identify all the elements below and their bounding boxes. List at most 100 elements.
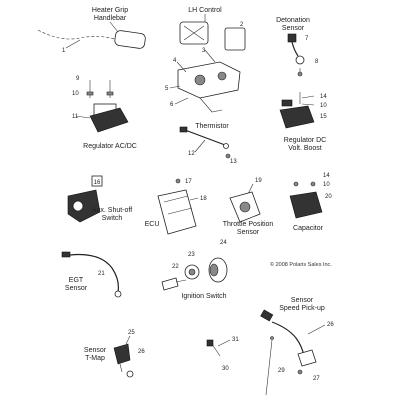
bracket-hatch	[183, 25, 205, 41]
callout-5: 5	[165, 86, 169, 92]
thermistor-lead	[184, 129, 226, 146]
callout-7: 7	[305, 36, 309, 42]
screw-31-head	[206, 339, 214, 347]
callout-25: 25	[128, 330, 135, 336]
regulator-dc-label-2: Volt. Boost	[288, 145, 322, 152]
speed-pickup-label-1: Sensor	[291, 297, 314, 304]
heater-grip	[114, 30, 146, 49]
ignition-key	[161, 277, 179, 291]
callout-11: 11	[72, 114, 79, 120]
regulator-acdc-group: 9 10 11 Regulator AC/DC	[72, 76, 137, 150]
aux-shutoff-body	[67, 189, 101, 223]
callout-1-leader	[65, 39, 81, 49]
handlebar-tube	[37, 29, 119, 41]
aux-shutoff-label-2: Switch	[102, 215, 123, 222]
callout-29: 29	[278, 368, 285, 374]
regdc-hardware	[299, 92, 315, 106]
callout-11-leader	[75, 115, 91, 119]
control-switch-knob-2	[217, 71, 227, 81]
lh-leaders	[169, 61, 189, 105]
capacitor-screw	[293, 181, 299, 187]
copyright-text: © 2008 Polaris Sales Inc.	[270, 261, 332, 268]
aux-shutoff-cap	[91, 175, 103, 187]
callout-31-leader	[217, 339, 231, 347]
lh-control-label: LH Control	[188, 7, 222, 14]
heater-grip-label-2: Handlebar	[94, 15, 127, 22]
callout-22: 22	[172, 264, 179, 270]
regdc-fins	[287, 109, 313, 121]
callout-18: 18	[200, 196, 207, 202]
capacitor-group: 14 10 20 Capacitor	[289, 173, 332, 232]
key-blade	[175, 279, 187, 283]
callout-9: 9	[76, 76, 80, 82]
callout-27-leader	[307, 324, 326, 335]
heater-grip-group: Heater Grip Handlebar 1	[37, 7, 146, 54]
speed-pickup-lead	[271, 321, 305, 357]
egt-label-2: Sensor	[65, 285, 88, 292]
wire-29	[265, 339, 273, 396]
callout-31: 31	[232, 337, 239, 343]
ecu-screw	[175, 178, 181, 184]
lh-control-cable	[199, 97, 223, 113]
aux-shutoff-group: 16 Aux. Shut-off Switch	[67, 175, 132, 223]
detonation-lead	[291, 41, 299, 57]
thermistor-label: Thermistor	[195, 123, 229, 130]
egt-lead	[69, 253, 119, 293]
lh-control-housing	[177, 61, 241, 99]
tmap-label-1: Sensor	[84, 347, 107, 354]
capacitor-body	[289, 191, 323, 219]
ecu-group: 17 18 ECU	[145, 178, 207, 235]
aux-shutoff-label-1: Aux. Shut-off	[92, 207, 132, 214]
capacitor-fins	[297, 195, 321, 211]
detonation-label-2: Sensor	[282, 25, 305, 32]
tmap-sensor-group: 25 26 Sensor T-Map	[84, 330, 145, 378]
regdc-connector	[281, 99, 293, 107]
callout-25-leader	[125, 335, 131, 345]
detonation-bolt	[297, 71, 303, 77]
egt-sensor-group: 21 EGT Sensor	[61, 251, 122, 298]
ecu-ribs	[163, 195, 193, 215]
speed-pickup-label-2: Speed Pick-up	[279, 305, 325, 312]
callout-24: 24	[220, 240, 227, 246]
callout-30: 30	[222, 366, 229, 372]
callout-10c: 10	[323, 182, 330, 188]
ignition-cylinder-core	[188, 268, 196, 276]
callout-18-leader	[189, 197, 199, 201]
callout-4: 4	[173, 58, 177, 64]
speed-pickup-plug	[260, 309, 274, 322]
regulator-dc-body	[279, 105, 315, 129]
throttle-label-2: Sensor	[237, 229, 260, 236]
egt-connector	[61, 251, 71, 258]
callout-3: 3	[202, 48, 206, 54]
callout-8: 8	[315, 59, 319, 65]
callout-15: 15	[320, 114, 327, 120]
callout-19: 19	[255, 178, 262, 184]
callout-10b: 10	[320, 103, 327, 109]
thermistor-probe	[223, 143, 229, 149]
callout-16: 16	[94, 180, 101, 186]
throttle-sensor-shaft	[239, 201, 251, 213]
capacitor-washer	[310, 181, 316, 187]
control-switch-knob	[194, 74, 206, 86]
thermistor-plug	[179, 126, 188, 133]
callout-1: 1	[62, 48, 66, 54]
regulator-dc-label-1: Regulator DC	[284, 137, 326, 144]
ignition-switch-group: 22 23 24 Ignition Switch	[161, 240, 228, 300]
callout-13: 13	[230, 159, 237, 165]
detonation-sensor-group: Detonation Sensor 7 8	[276, 17, 319, 77]
callout-23: 23	[188, 252, 195, 258]
callout-14: 14	[320, 94, 327, 100]
screw-31-shank	[211, 343, 221, 357]
capacitor-label: Capacitor	[293, 225, 324, 232]
callout-2: 2	[240, 22, 244, 28]
egt-probe	[114, 290, 122, 298]
thermistor-nut	[225, 153, 231, 159]
callout-6: 6	[170, 102, 174, 108]
throttle-position-group: 19 Throttle Position Sensor	[223, 178, 274, 236]
egt-label-1: EGT	[69, 277, 84, 284]
washer-1	[86, 91, 94, 96]
detonation-connector	[287, 33, 297, 43]
tmap-grommet	[126, 370, 134, 378]
ignition-switch-label: Ignition Switch	[181, 293, 226, 300]
